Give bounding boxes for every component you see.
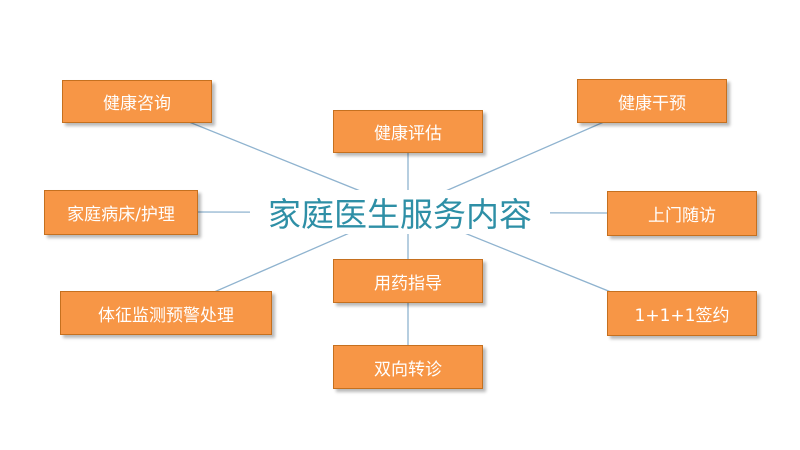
node-health-intervention: 健康干预: [577, 79, 727, 123]
node-family-bed-care: 家庭病床/护理: [44, 190, 198, 235]
node-health-consultation: 健康咨询: [62, 80, 212, 123]
node-home-follow-up: 上门随访: [607, 191, 757, 236]
node-1-1-1-signing: 1+1+1签约: [607, 291, 757, 336]
node-medication-guidance: 用药指导: [333, 259, 483, 303]
center-title: 家庭医生服务内容: [250, 190, 550, 234]
node-health-assessment: 健康评估: [333, 110, 483, 153]
node-vital-sign-monitoring: 体征监测预警处理: [60, 291, 272, 335]
node-two-way-referral: 双向转诊: [333, 345, 483, 389]
